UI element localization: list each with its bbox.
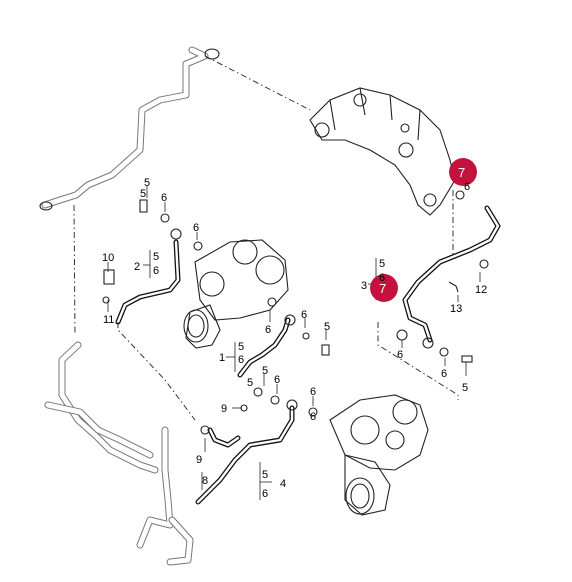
callout-5: 5 [140,188,146,200]
exhaust-manifold [309,87,456,216]
callout-5: 5 [379,258,385,270]
callout-5: 5 [247,377,253,389]
callout-9: 9 [221,403,227,415]
highlight-marker-top[interactable] [449,158,477,186]
callout-5: 5 [324,321,330,333]
callout-2: 2 [134,261,140,273]
callout-5: 5 [262,365,268,377]
callout-6: 6 [193,222,199,234]
callout-4: 4 [280,478,286,490]
callout-6: 6 [274,374,280,386]
ghost-pipe-upper [39,46,220,211]
oil-line-2 [115,228,182,325]
callout-6: 6 [310,411,316,423]
callout-5: 5 [153,251,159,263]
highlight-marker-mid[interactable] [370,274,398,302]
callout-6: 6 [301,309,307,321]
callout-8: 8 [202,475,208,487]
callout-6: 6 [161,192,167,204]
callout-6: 6 [238,354,244,366]
callout-6: 6 [441,368,447,380]
callout-11: 11 [103,314,114,326]
callout-7-highlighted: 7 [379,281,386,296]
callout-6: 6 [397,349,403,361]
callout-7-highlighted: 7 [458,165,465,180]
turbocharger-upper [183,239,289,349]
reference-lines [73,55,459,421]
turbocharger-lower [329,394,429,516]
oil-line-3 [402,205,501,349]
callout-5: 5 [144,177,150,189]
callout-6: 6 [153,265,159,277]
oil-line-4 [195,399,298,505]
callout-6: 6 [464,181,470,193]
fittings [102,190,489,435]
callout-6: 6 [310,386,316,398]
callout-5: 5 [238,341,244,353]
callout-13: 13 [450,303,462,315]
callout-1: 1 [219,352,225,364]
ghost-hoses-lower [44,341,194,566]
callout-5: 5 [262,469,268,481]
callout-10: 10 [102,252,114,264]
callout-6: 6 [262,488,268,500]
callout-12: 12 [475,284,487,296]
hose-9 [207,427,241,448]
callout-labels: 5 6 6 5 6 2 10 11 6 6 5 5 6 1 5 6 6 9 9 … [102,165,487,500]
oil-line-1 [237,314,296,378]
callout-6: 6 [379,272,385,284]
callout-9: 9 [196,454,202,466]
callout-6: 6 [265,324,271,336]
callout-3: 3 [361,280,367,292]
callout-5: 5 [462,382,468,394]
